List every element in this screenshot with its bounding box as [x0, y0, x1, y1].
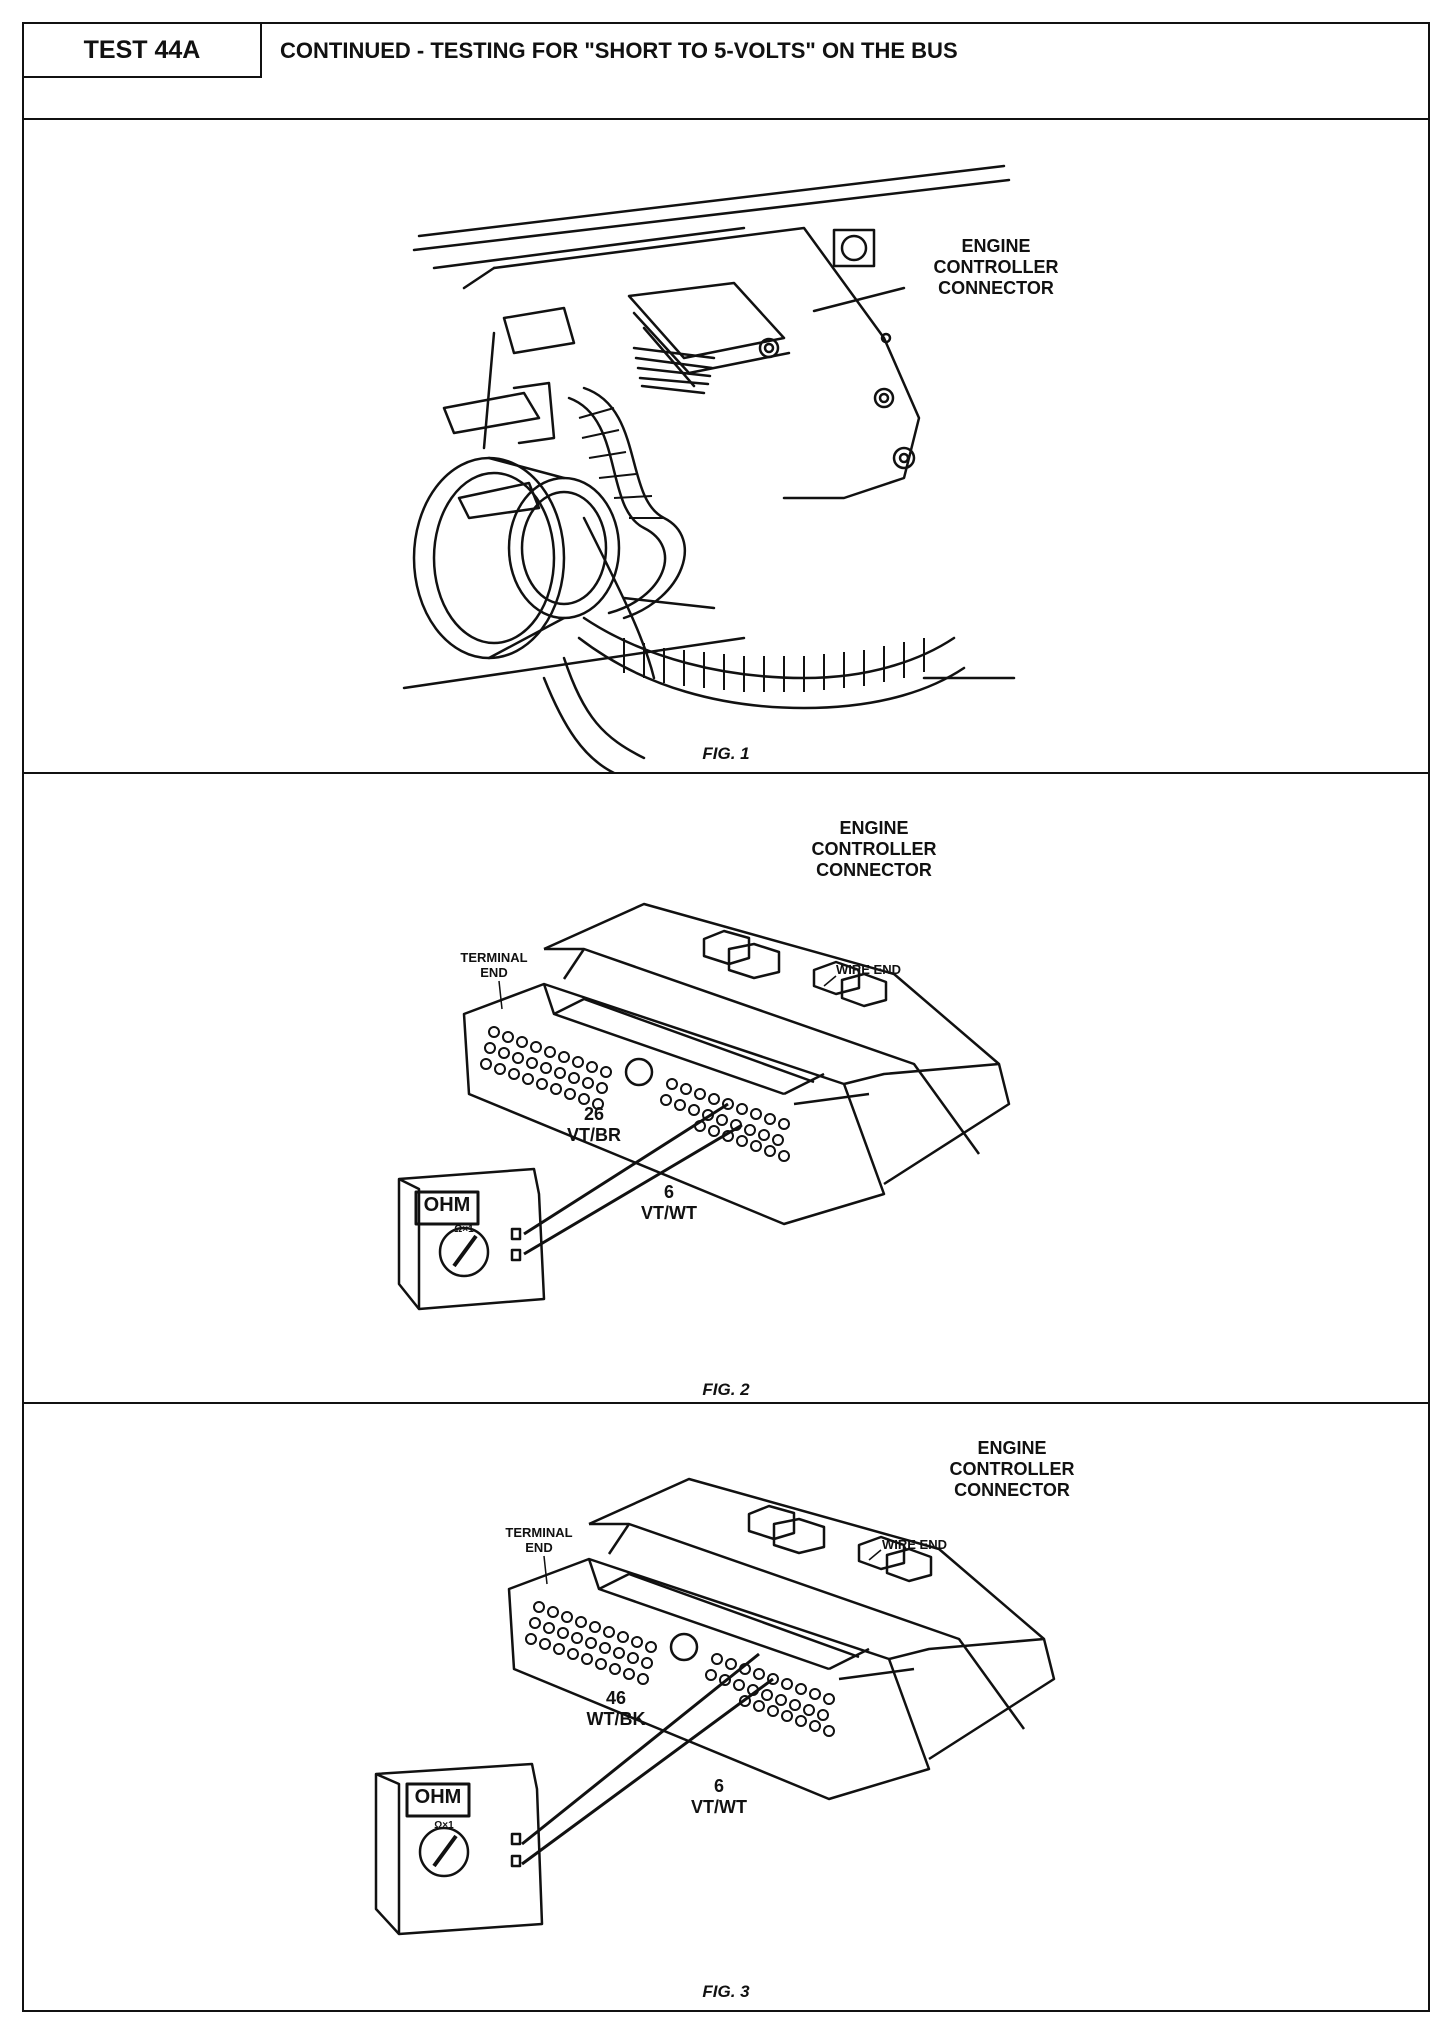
fig3-pin46-label: 46 WT/BK	[586, 1688, 646, 1729]
test-number: TEST 44A	[24, 24, 262, 78]
connector-ohmmeter-diagram-2	[397, 902, 1011, 1311]
fig3-connector-label: ENGINE CONTROLLER CONNECTOR	[949, 1438, 1075, 1500]
page-title: CONTINUED - TESTING FOR "SHORT TO 5-VOLT…	[280, 38, 958, 63]
header: TEST 44A CONTINUED - TESTING FOR "SHORT …	[24, 24, 1428, 120]
fig3-terminal-end-label: TERMINAL END	[505, 1525, 573, 1555]
fig3-panel: ENGINE CONTROLLER CONNECTOR TERMINAL END…	[24, 1404, 1428, 2010]
fig3-pin6-label: 6 VT/WT	[691, 1776, 747, 1817]
fig2-caption: FIG. 2	[702, 1380, 750, 1399]
fig3-wire-end-label: WIRE END	[882, 1537, 947, 1552]
fig2-pin26-label: 26 VT/BR	[567, 1104, 621, 1145]
fig2-meter-range: Ω×1	[454, 1224, 474, 1235]
connector-ohmmeter-diagram-3	[374, 1477, 1056, 1936]
fig2-meter-display: OHM	[423, 1194, 471, 1216]
fig2-connector-label: ENGINE CONTROLLER CONNECTOR	[811, 818, 937, 880]
fig1-connector-label: ENGINE CONTROLLER CONNECTOR	[933, 236, 1059, 298]
fig3-meter-range: Ω×1	[434, 1820, 454, 1831]
fig1-caption: FIG. 1	[702, 744, 750, 763]
fig1-panel: ENGINE CONTROLLER CONNECTOR FIG. 1	[24, 118, 1428, 774]
fig2-terminal-end-label: TERMINAL END	[460, 950, 528, 980]
fig3-caption: FIG. 3	[702, 1982, 750, 2001]
fig2-wire-end-label: WIRE END	[836, 962, 901, 977]
fig2-pin6-label: 6 VT/WT	[641, 1182, 697, 1223]
fig2-panel: ENGINE CONTROLLER CONNECTOR TERMINAL END…	[24, 774, 1428, 1404]
fig3-meter-display: OHM	[414, 1786, 462, 1808]
engine-connector-illustration	[402, 164, 1016, 774]
test-page: TEST 44A CONTINUED - TESTING FOR "SHORT …	[22, 22, 1430, 2012]
